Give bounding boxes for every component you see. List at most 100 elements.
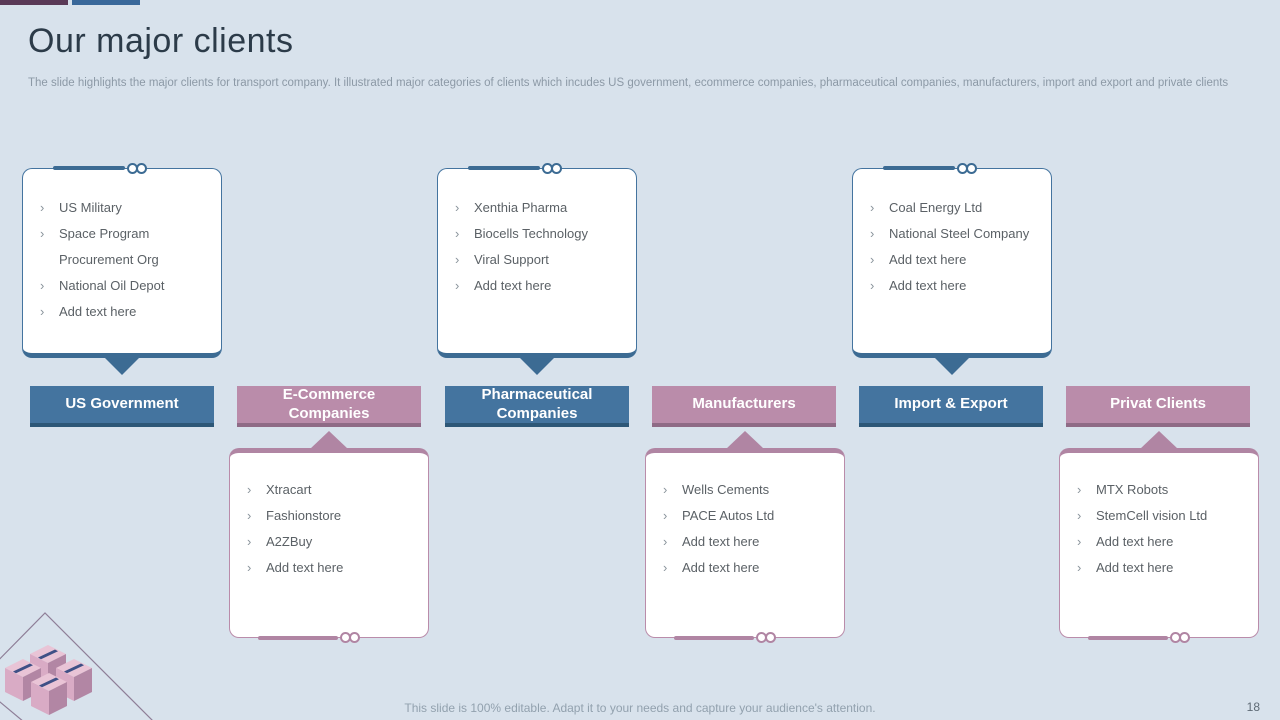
category-label: Pharmaceutical Companies xyxy=(445,386,629,427)
category-label: Manufacturers xyxy=(652,386,836,427)
chevron-bullet-icon: › xyxy=(455,200,460,215)
pointer-arrow xyxy=(933,356,971,375)
category-label-text: E-Commerce Companies xyxy=(282,385,376,422)
client-list: ›US Military › Space Program Procurement … xyxy=(23,195,221,325)
decorative-line xyxy=(468,166,540,170)
client-name: Space Program Procurement Org xyxy=(59,226,159,267)
chevron-bullet-icon: › xyxy=(870,226,875,241)
category-label-text: US Government xyxy=(65,395,179,413)
chevron-bullet-icon: › xyxy=(40,226,45,241)
client-callout-box: › Xenthia Pharma › Biocells Technology › Vi… xyxy=(437,163,637,358)
chevron-bullet-icon: › xyxy=(247,534,252,549)
chevron-bullet-icon: › xyxy=(1077,508,1082,523)
decorative-line xyxy=(1088,636,1168,640)
client-list-item: › Wells Cements xyxy=(662,477,830,503)
client-list-item: › Coal Energy Ltd xyxy=(869,195,1037,221)
client-list-item: › Xenthia Pharma xyxy=(454,195,622,221)
category-label: Import & Export xyxy=(859,386,1043,427)
client-callout-box: › MTX Robots › StemCell vision Ltd › Add te… xyxy=(1059,448,1259,643)
page-number: 18 xyxy=(1246,700,1260,714)
package-box-icon xyxy=(30,645,66,687)
category-label-text: Manufacturers xyxy=(692,395,796,413)
package-box-icon xyxy=(5,659,41,701)
client-name: National Steel Company xyxy=(889,226,1030,241)
client-callout-box: ›US Military › Space Program Procurement … xyxy=(22,163,222,358)
client-callout-box: › Wells Cements › PACE Autos Ltd › Add text… xyxy=(645,448,845,643)
client-list-item: › Add text here xyxy=(869,247,1037,273)
pointer-arrow xyxy=(103,356,141,375)
client-list: › Coal Energy Ltd › National Steel Company… xyxy=(853,195,1051,299)
category-label: Privat Clients xyxy=(1066,386,1250,427)
client-name: Xtracart xyxy=(266,482,312,497)
page-title: Our major clients xyxy=(28,22,294,60)
decorative-line xyxy=(883,166,955,170)
client-name: Add text here xyxy=(1096,560,1174,575)
package-box-icon xyxy=(56,659,92,701)
chevron-bullet-icon: › xyxy=(1077,560,1082,575)
client-list-item: › StemCell vision Ltd xyxy=(1076,503,1244,529)
chevron-bullet-icon: › xyxy=(663,534,668,549)
chain-rings-icon xyxy=(127,163,147,174)
client-name: Add text here xyxy=(682,534,760,549)
client-list: › Wells Cements › PACE Autos Ltd › Add text… xyxy=(646,477,844,581)
slide-description: The slide highlights the major clients f… xyxy=(28,77,1229,89)
chevron-bullet-icon: › xyxy=(40,304,45,319)
client-list-item: ›Add text here xyxy=(869,273,1037,299)
client-list-item: ›A2ZBuy xyxy=(246,529,414,555)
client-name: Biocells Technology xyxy=(474,226,588,241)
client-list-item: › Add text here xyxy=(662,529,830,555)
client-name: National Oil Depot xyxy=(59,278,165,293)
pointer-arrow xyxy=(726,431,764,449)
client-name: Wells Cements xyxy=(682,482,770,497)
client-list-item: ›Add text here xyxy=(246,555,414,581)
client-name: Add text here xyxy=(889,252,967,267)
client-list-item: ›Add text here xyxy=(662,555,830,581)
client-list-item: ›Add text here xyxy=(39,299,207,325)
client-list-item: › National Steel Company xyxy=(869,221,1037,247)
chevron-bullet-icon: › xyxy=(870,200,875,215)
chevron-bullet-icon: › xyxy=(247,508,252,523)
client-name: Add text here xyxy=(1096,534,1174,549)
chain-rings-icon xyxy=(957,163,977,174)
category-label: US Government xyxy=(30,386,214,427)
client-callout-box: › Xtracart › Fashionstore ›A2ZBuy ›Add tex… xyxy=(229,448,429,643)
category-label-text: Privat Clients xyxy=(1110,395,1206,413)
chevron-bullet-icon: › xyxy=(455,278,460,293)
chevron-bullet-icon: › xyxy=(455,252,460,267)
client-name: Add text here xyxy=(889,278,967,293)
category-label-text: Import & Export xyxy=(894,395,1008,413)
chevron-bullet-icon: › xyxy=(870,252,875,267)
client-list: › Xenthia Pharma › Biocells Technology › Vi… xyxy=(438,195,636,299)
client-callout-box: › Coal Energy Ltd › National Steel Company… xyxy=(852,163,1052,358)
client-list-item: › Add text here xyxy=(1076,555,1244,581)
client-name: Coal Energy Ltd xyxy=(889,200,983,215)
chevron-bullet-icon: › xyxy=(663,508,668,523)
chevron-bullet-icon: › xyxy=(663,482,668,497)
client-name: PACE Autos Ltd xyxy=(682,508,775,523)
client-list-item: › MTX Robots xyxy=(1076,477,1244,503)
client-list-item: › PACE Autos Ltd xyxy=(662,503,830,529)
chain-rings-icon xyxy=(756,632,776,643)
decorative-line xyxy=(674,636,754,640)
client-list-item: › Xtracart xyxy=(246,477,414,503)
decorative-line xyxy=(258,636,338,640)
decorative-line xyxy=(53,166,125,170)
client-list-item: ›National Oil Depot xyxy=(39,273,207,299)
chain-rings-icon xyxy=(542,163,562,174)
chevron-bullet-icon: › xyxy=(1077,534,1082,549)
client-name: MTX Robots xyxy=(1096,482,1169,497)
chain-rings-icon xyxy=(340,632,360,643)
pointer-arrow xyxy=(310,431,348,449)
chevron-bullet-icon: › xyxy=(247,482,252,497)
client-list-item: ›US Military xyxy=(39,195,207,221)
category-label-text: Pharmaceutical Companies xyxy=(481,385,593,422)
client-name: Xenthia Pharma xyxy=(474,200,568,215)
client-name: StemCell vision Ltd xyxy=(1096,508,1208,523)
editable-note: This slide is 100% editable. Adapt it to… xyxy=(404,701,876,715)
pointer-arrow xyxy=(518,356,556,375)
client-name: Viral Support xyxy=(474,252,549,267)
client-list-item: › Space Program Procurement Org xyxy=(39,221,207,273)
chevron-bullet-icon: › xyxy=(1077,482,1082,497)
client-name: Fashionstore xyxy=(266,508,342,523)
